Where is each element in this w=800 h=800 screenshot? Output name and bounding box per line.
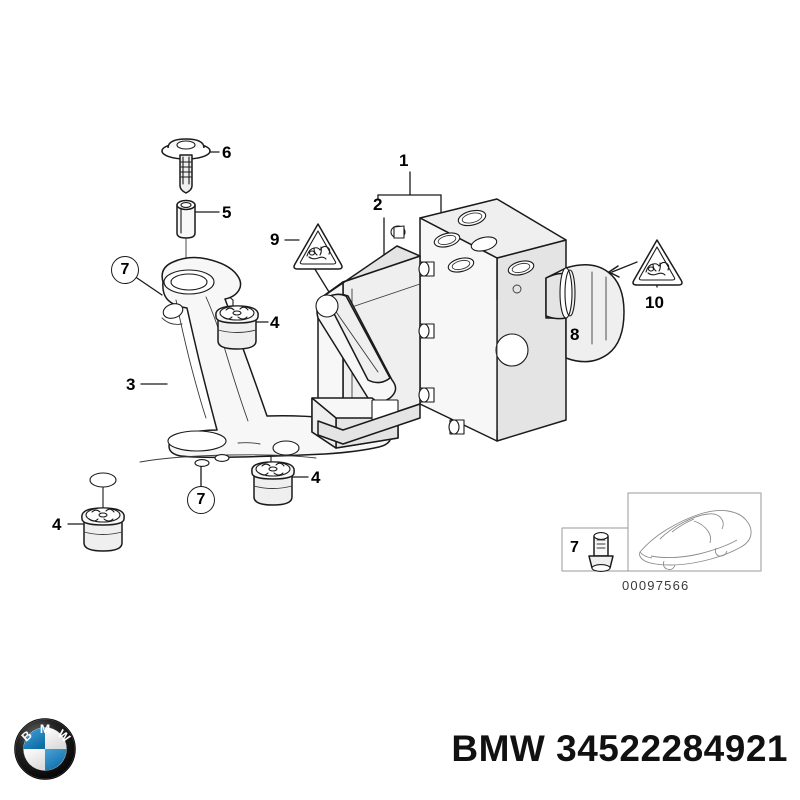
callout-4-upper: 4 — [270, 313, 280, 332]
rubber-mount-upper — [215, 305, 259, 350]
callout-7-upper: 7 — [111, 256, 139, 284]
page-title: BMW 34522284921 — [451, 728, 788, 769]
callout-2: 2 — [373, 195, 383, 214]
rubber-mount-middle — [251, 461, 295, 506]
callout-1: 1 — [399, 151, 409, 170]
callout-8: 8 — [570, 325, 580, 344]
svg-text:M: M — [40, 722, 50, 736]
hydraulic-unit-assembly — [311, 198, 625, 449]
callout-5: 5 — [222, 203, 232, 222]
bolt-icon — [588, 532, 614, 572]
inset-panel — [561, 492, 762, 572]
callout-3: 3 — [126, 375, 136, 394]
callout-6: 6 — [222, 143, 232, 162]
bmw-roundel-logo: B M W — [14, 718, 76, 780]
car-outline-icon — [639, 509, 752, 570]
callout-7-lower: 7 — [187, 486, 215, 514]
spacer-sleeve — [176, 199, 196, 239]
diagram-id-label: 00097566 — [622, 578, 690, 593]
callout-4-lower: 4 — [52, 515, 62, 534]
warning-triangle-right — [632, 239, 683, 286]
callout-4-middle: 4 — [311, 468, 321, 487]
inset-item-number: 7 — [570, 539, 579, 556]
callout-10: 10 — [645, 293, 664, 312]
flange-bolt — [161, 138, 211, 194]
warning-triangle-left — [293, 223, 343, 270]
rubber-mount-lower — [81, 507, 125, 552]
mounting-bracket — [89, 256, 392, 488]
callout-9: 9 — [270, 230, 280, 249]
